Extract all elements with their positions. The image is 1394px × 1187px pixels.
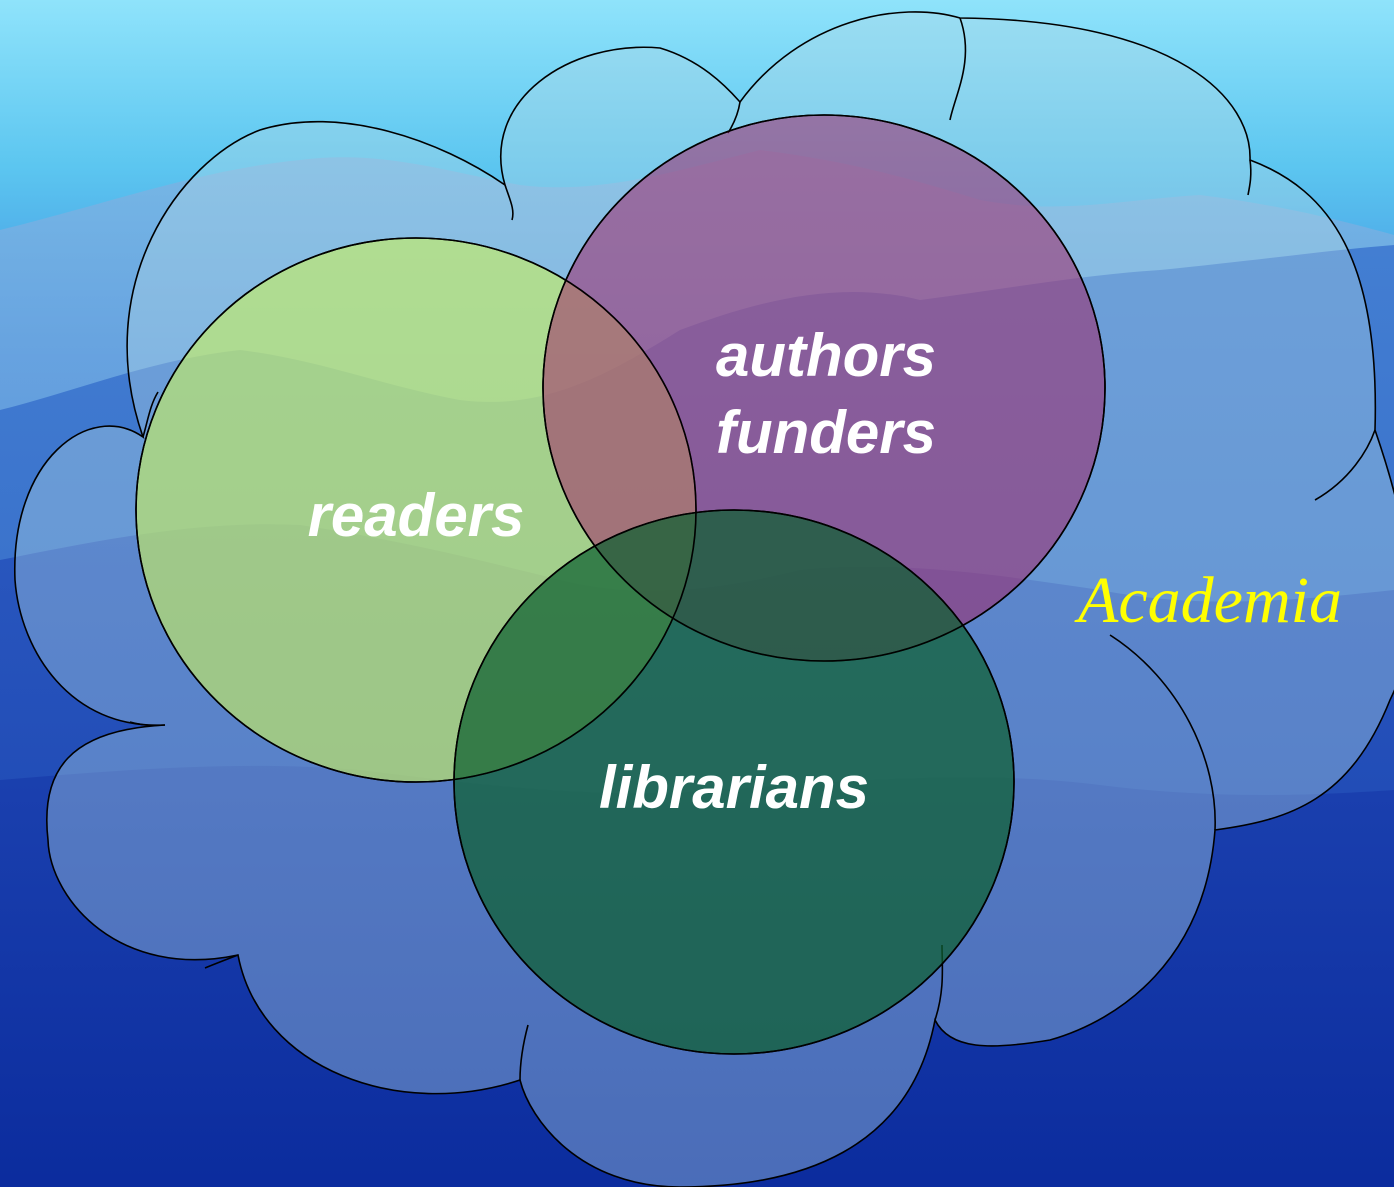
readers-outline	[135, 237, 697, 783]
funders-label: funders	[716, 399, 936, 466]
authors-label: authors	[716, 322, 936, 389]
cloud-seam	[129, 721, 166, 727]
cloud-seam	[519, 1024, 529, 1081]
venn-labels: readers authors funders librarians Acade…	[308, 322, 1342, 821]
librarians-outline	[453, 509, 1015, 1055]
cloud-seam	[504, 184, 514, 221]
cloud-seam	[1314, 429, 1376, 501]
cloud-seam	[1109, 634, 1216, 831]
cloud-seam	[949, 17, 967, 121]
cloud-seam	[204, 954, 239, 969]
cloud-seam	[142, 391, 159, 438]
authors-funders-outline	[542, 114, 1106, 662]
librarians-label: librarians	[599, 754, 869, 821]
academia-label: Academia	[1074, 564, 1342, 637]
venn-sets	[135, 114, 1106, 1055]
cloud-seam	[1247, 159, 1252, 196]
readers-label: readers	[308, 482, 525, 549]
